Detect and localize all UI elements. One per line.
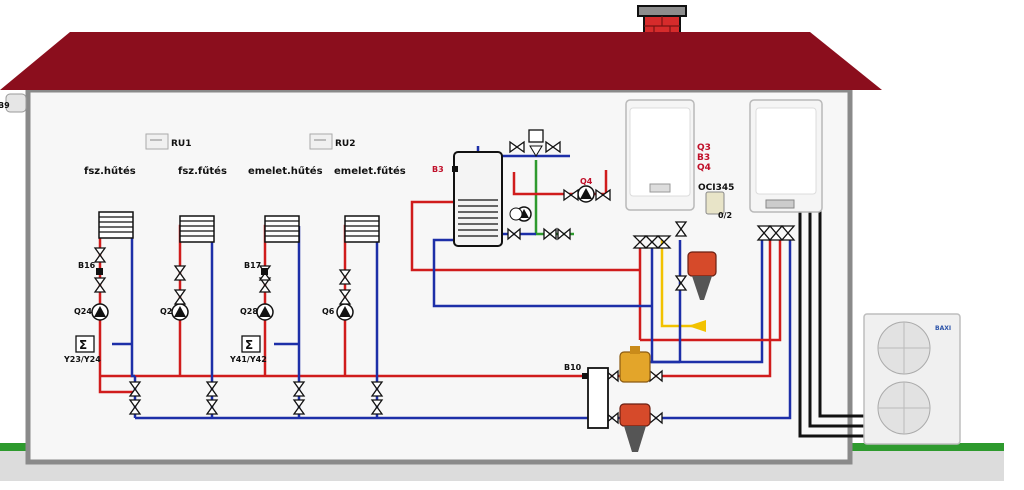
pump-q4 — [577, 185, 595, 203]
pump-q6-label: Q6 — [322, 307, 335, 316]
boiler-output-b3: B3 — [697, 153, 710, 163]
boiler-output-q4: Q4 — [697, 163, 711, 173]
sensor-b16-label: B16 — [78, 261, 96, 270]
mixer-1-label: Y23/Y24 — [63, 355, 101, 364]
gas-inlet-arrow — [688, 320, 706, 332]
dirt-separator-top — [619, 346, 651, 383]
outdoor-heatpump — [863, 313, 961, 445]
recirc-loop — [512, 170, 608, 196]
pump-q24 — [91, 303, 109, 321]
mixer-y41-y42: Σ — [241, 335, 261, 353]
boiler-supply-loop — [640, 240, 782, 342]
heatpump-cables — [798, 206, 866, 438]
heatpump-return-loop — [604, 240, 792, 420]
outdoor-sensor-label: B9 — [0, 101, 10, 110]
room-unit-1-icon — [145, 133, 169, 150]
dirt-separator-boiler — [687, 251, 717, 300]
boiler-output-q3: Q3 — [697, 143, 711, 153]
svg-text:Σ: Σ — [245, 338, 253, 352]
radiator-3 — [264, 215, 300, 243]
pump-q28-label: Q28 — [240, 307, 258, 316]
pump-q6 — [336, 303, 354, 321]
pump-q4-label: Q4 — [580, 177, 593, 186]
gas-boiler — [625, 99, 695, 211]
room-unit-2-label: RU2 — [335, 139, 356, 149]
circuit-1-title: fsz.hűtés — [84, 165, 136, 177]
outdoor-sensor-b9 — [5, 93, 27, 113]
circuit-4-title: emelet.fűtés — [334, 165, 406, 177]
circuit-3-title: emelet.hűtés — [248, 165, 323, 177]
heatpump-indoor-unit — [749, 99, 823, 213]
thermostatic-valve — [509, 207, 523, 221]
controller-label: OCI345 — [698, 183, 734, 193]
pump-q2 — [171, 303, 189, 321]
roof — [0, 32, 882, 90]
pump-q24-label: Q24 — [74, 307, 92, 316]
svg-text:Σ: Σ — [79, 338, 87, 352]
mixer-y23-y24: Σ — [75, 335, 95, 353]
room-unit-1-label: RU1 — [171, 139, 192, 149]
mixer-2-label: Y41/Y42 — [229, 355, 267, 364]
hydraulic-separator — [587, 367, 609, 429]
sensor-markers — [96, 166, 588, 379]
heatpump-brand: BAXI — [935, 325, 951, 332]
sensor-b3-label: B3 — [432, 165, 444, 174]
circuit-2-title: fsz.fűtés — [178, 165, 227, 177]
dirt-separator-bottom — [619, 403, 651, 452]
mixing-valve-top — [528, 129, 544, 157]
header-link — [98, 376, 135, 394]
tank-coil-return — [432, 238, 652, 308]
oci345-module — [705, 191, 725, 215]
valves — [93, 140, 796, 425]
controller-ratio: 0/2 — [718, 211, 732, 220]
sensor-b10-label: B10 — [564, 363, 582, 372]
radiator-4 — [344, 215, 380, 243]
pump-q28 — [256, 303, 274, 321]
radiator-2 — [179, 215, 215, 243]
pump-q2-label: Q2 — [160, 307, 172, 316]
tank-coil-supply — [410, 200, 640, 272]
dhw-tank — [453, 151, 503, 247]
radiator-1 — [98, 211, 134, 239]
sensor-b17-label: B17 — [244, 261, 261, 270]
room-unit-2-icon — [309, 133, 333, 150]
boiler-pipe-2 — [650, 240, 680, 364]
